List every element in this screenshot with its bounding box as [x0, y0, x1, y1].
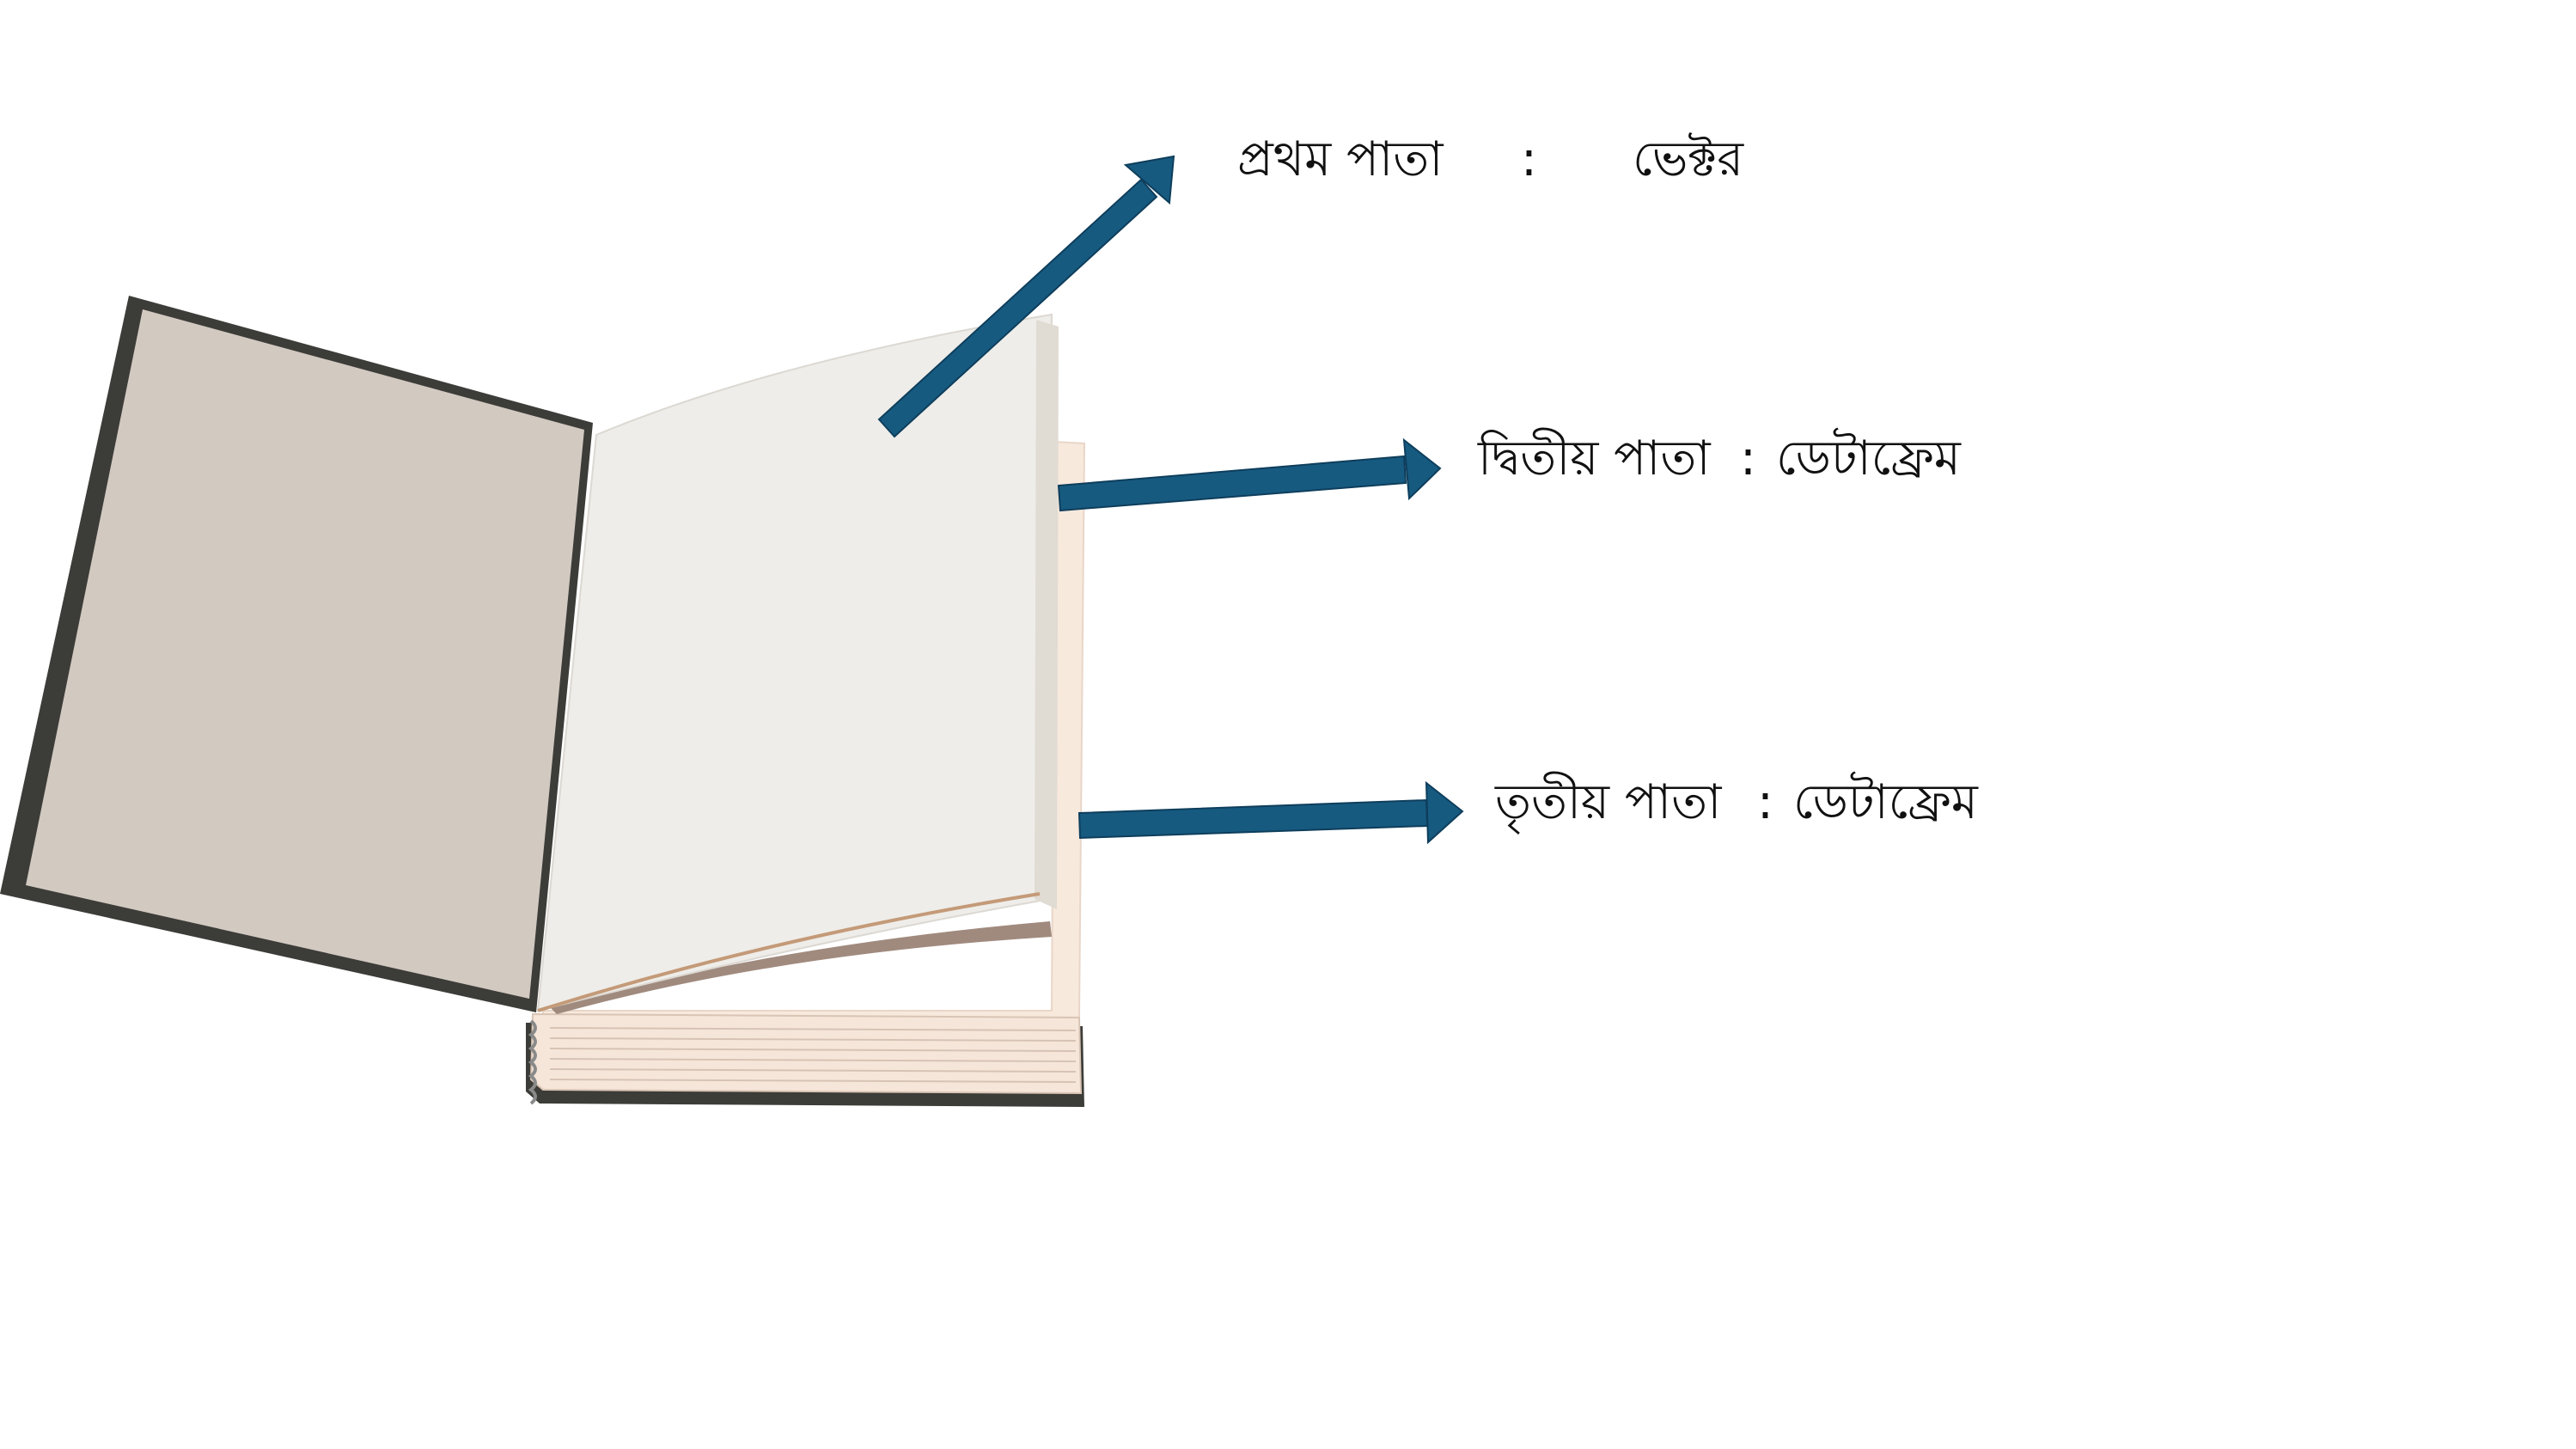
- page-shadow: [550, 921, 1052, 1014]
- third-page-name: তৃতীয় পাতা: [1495, 774, 1722, 830]
- arrow-to-second-page: [1057, 437, 1442, 512]
- second-page-label: দ্বিতীয় পাতা:ডেটাফ্রেম: [1478, 435, 1961, 483]
- first-page-value: ভেক্টর: [1633, 131, 1744, 187]
- book-page-block: [529, 1012, 1083, 1095]
- third-page-separator: :: [1757, 774, 1773, 830]
- arrow-to-third-page: [1077, 780, 1464, 845]
- first-page-separator: :: [1521, 131, 1537, 187]
- second-page-name: দ্বিতীয় পাতা: [1478, 431, 1711, 486]
- book-cover-inside: [26, 309, 584, 999]
- page-edge-lines: [549, 1027, 1077, 1083]
- first-page-name: প্রথম পাতা: [1237, 131, 1444, 187]
- second-page-separator: :: [1740, 431, 1756, 486]
- arrow-to-first-page: [877, 155, 1175, 438]
- open-book-illustration: [0, 296, 1086, 1107]
- third-page-value: ডেটাফ্রেম: [1793, 774, 1978, 830]
- page-curl-edge: [1035, 320, 1059, 909]
- book-spine: [528, 1019, 537, 1105]
- third-page-label: তৃতীয় পাতা:ডেটাফ্রেম: [1495, 779, 1978, 827]
- page-bottom-curve: [537, 892, 1041, 1012]
- second-page-value: ডেটাফ্রেম: [1776, 431, 1961, 486]
- first-page-label: প্রথম পাতা:ভেক্টর: [1237, 136, 1743, 184]
